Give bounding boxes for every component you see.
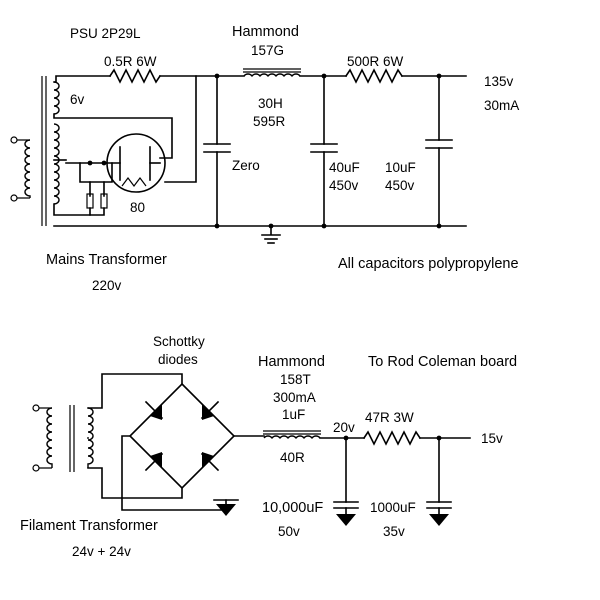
capacitor-zero <box>203 75 231 227</box>
choke-157g <box>243 68 301 78</box>
filament-choke-brand: Hammond <box>258 354 325 370</box>
capacitor-10000uf <box>333 437 359 526</box>
tube-label: 80 <box>130 200 145 215</box>
resistor2-label: 500R 6W <box>347 54 404 69</box>
ground-symbol-bridge <box>213 499 239 516</box>
cap2-voltage-label: 450v <box>329 178 359 193</box>
node-voltage-label: 20v <box>333 420 355 435</box>
capacitor-40uf <box>310 75 338 227</box>
winding-label: 6v <box>70 92 85 107</box>
rectifier-tube-80 <box>103 133 166 193</box>
filament-choke-spec: 1uF <box>282 407 305 422</box>
cap-10000uf-voltage: 50v <box>278 524 300 539</box>
cap2-value-label: 40uF <box>329 160 360 175</box>
ground-symbol-top <box>261 225 281 244</box>
mains-voltage-label: 220v <box>92 278 122 293</box>
filament-transformer-symbol <box>32 404 94 472</box>
cap3-voltage-label: 450v <box>385 178 415 193</box>
choke-inductance-label: 30H <box>258 96 283 111</box>
filament-choke-model: 158T <box>280 372 311 387</box>
resistor1-label: 0.5R 6W <box>104 54 157 69</box>
filament-voltage-label: 24v + 24v <box>72 544 131 559</box>
primary-terminal-top <box>10 136 18 144</box>
filament-transformer-label: Filament Transformer <box>20 518 158 534</box>
capacitor-note: All capacitors polypropylene <box>338 256 519 272</box>
filament-primary-terminal-bottom <box>32 464 40 472</box>
diode-label-line2: diodes <box>158 352 198 367</box>
filament-choke-current: 300mA <box>273 390 316 405</box>
capacitor-10uf <box>425 75 453 227</box>
mains-transformer-symbol <box>10 76 60 226</box>
filament-choke-resistance: 40R <box>280 450 305 465</box>
cap-1000uf-voltage: 35v <box>383 524 405 539</box>
output-current-label: 30mA <box>484 98 519 113</box>
mains-transformer-label: Mains Transformer <box>46 252 167 268</box>
cap-10000uf-value: 10,000uF <box>262 500 323 516</box>
cap-zero-label: Zero <box>232 158 260 173</box>
cap3-value-label: 10uF <box>385 160 416 175</box>
cap-1000uf-value: 1000uF <box>370 500 416 515</box>
choke-model-label: 157G <box>251 43 284 58</box>
filament-output-voltage: 15v <box>481 431 503 446</box>
choke-158t <box>263 430 321 440</box>
capacitor-1000uf <box>426 437 452 526</box>
schottky-bridge-rectifier <box>128 382 236 490</box>
destination-label: To Rod Coleman board <box>368 354 517 370</box>
primary-terminal-bottom <box>10 194 18 202</box>
output-voltage-label: 135v <box>484 74 514 89</box>
resistor-47r-label: 47R 3W <box>365 410 414 425</box>
choke-resistance-label: 595R <box>253 114 286 129</box>
resistor-0-5r <box>108 68 162 84</box>
diode-label-line1: Schottky <box>153 334 205 349</box>
choke-brand-label: Hammond <box>232 24 299 40</box>
resistor-47r <box>362 430 422 446</box>
resistor-500r <box>344 68 404 84</box>
filament-primary-terminal-top <box>32 404 40 412</box>
psu-title: PSU 2P29L <box>70 26 141 41</box>
